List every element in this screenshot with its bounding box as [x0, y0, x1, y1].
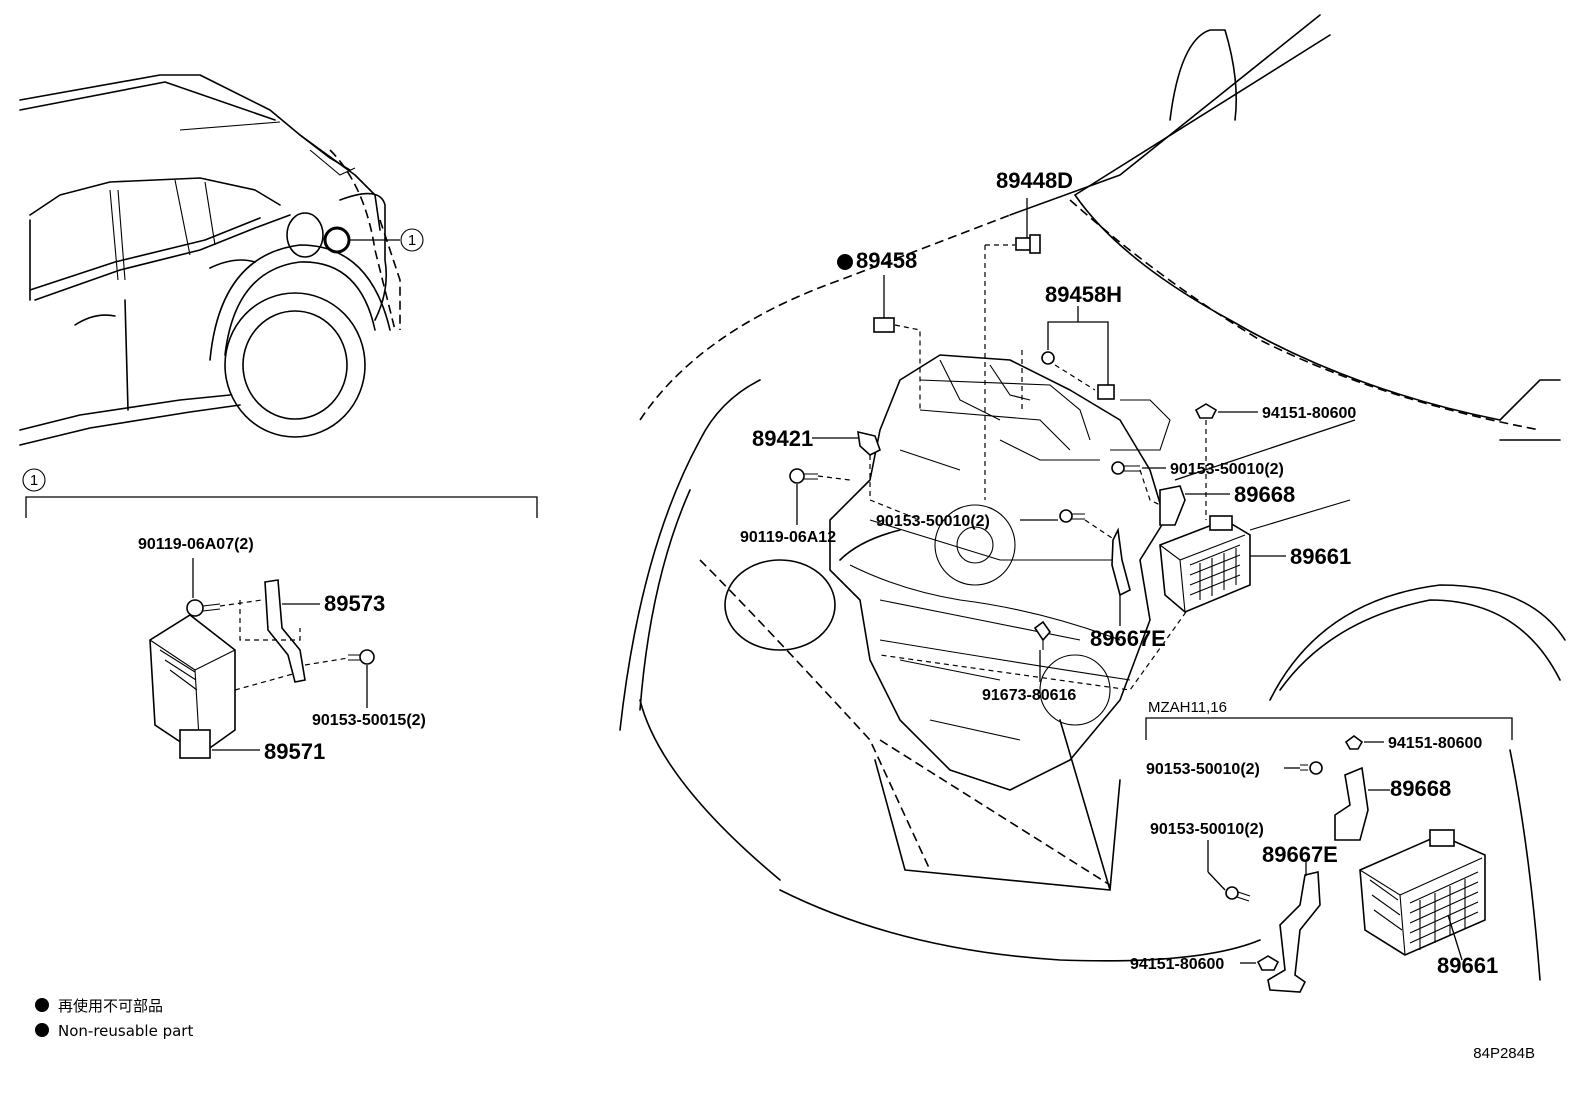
legend-jp: 再使用不可部品: [58, 997, 163, 1015]
label-91673-80616: 91673-80616: [982, 687, 1076, 704]
legend-en: Non-reusable part: [58, 1022, 193, 1040]
car-rear-view: 1: [19, 74, 424, 446]
part-89458: [837, 254, 921, 410]
label-94151-80600-variant: 94151-80600: [1388, 735, 1482, 752]
label-90153-50010-variant-b: 90153-50010(2): [1150, 821, 1264, 838]
section-1-detail: 1: [22, 468, 538, 759]
part-89421: [812, 430, 921, 521]
label-89421: 89421: [752, 426, 813, 451]
section-marker: 1: [30, 472, 38, 489]
label-89661-a: 89661: [1290, 544, 1351, 569]
part-90153-50010-b: [1020, 509, 1116, 541]
part-89668-a: [1159, 419, 1356, 526]
callout-marker: 1: [408, 232, 416, 249]
label-89573: 89573: [324, 591, 385, 616]
part-labels: 89448D 89458 89458H 89421 94151-80600 90…: [138, 168, 1498, 978]
label-94151-80600-top: 94151-80600: [1262, 405, 1356, 422]
legend: 再使用不可部品 Non-reusable part: [35, 997, 193, 1040]
label-94151-80600-variant-lower: 94151-80600: [1130, 956, 1224, 973]
non-reusable-dot-icon: [35, 998, 49, 1012]
part-89661-a: [879, 499, 1351, 691]
label-90153-50015: 90153-50015(2): [312, 712, 426, 729]
non-reusable-dot-icon: [35, 1023, 49, 1037]
label-90153-50010-b: 90153-50010(2): [876, 513, 990, 530]
label-89668-b: 89668: [1390, 776, 1451, 801]
engine-bay-view: [619, 14, 1566, 981]
label-90119-06A07: 90119-06A07(2): [138, 536, 254, 553]
label-89448D: 89448D: [996, 168, 1073, 193]
label-89667E-a: 89667E: [1090, 626, 1166, 651]
label-89571: 89571: [264, 739, 325, 764]
label-89661-b: 89661: [1437, 953, 1498, 978]
variant-detail: [1145, 717, 1513, 993]
part-89667E-a: [1111, 527, 1131, 626]
label-90153-50010-a: 90153-50010(2): [1170, 461, 1284, 478]
label-89667E-b: 89667E: [1262, 842, 1338, 867]
label-89458: 89458: [856, 248, 917, 273]
part-89448D: [984, 198, 1041, 500]
part-91673-80616: [1033, 620, 1052, 682]
part-94151-80600-top: [1194, 403, 1258, 520]
variant-label: MZAH11,16: [1148, 699, 1227, 716]
label-89668-a: 89668: [1234, 482, 1295, 507]
part-90119-06A12: [789, 468, 851, 525]
label-90153-50010-variant-a: 90153-50010(2): [1146, 761, 1260, 778]
label-89458H: 89458H: [1045, 282, 1122, 307]
drawing-code: 84P284B: [1473, 1045, 1535, 1062]
part-89458H: [1021, 306, 1115, 410]
label-90119-06A12: 90119-06A12: [740, 529, 836, 546]
